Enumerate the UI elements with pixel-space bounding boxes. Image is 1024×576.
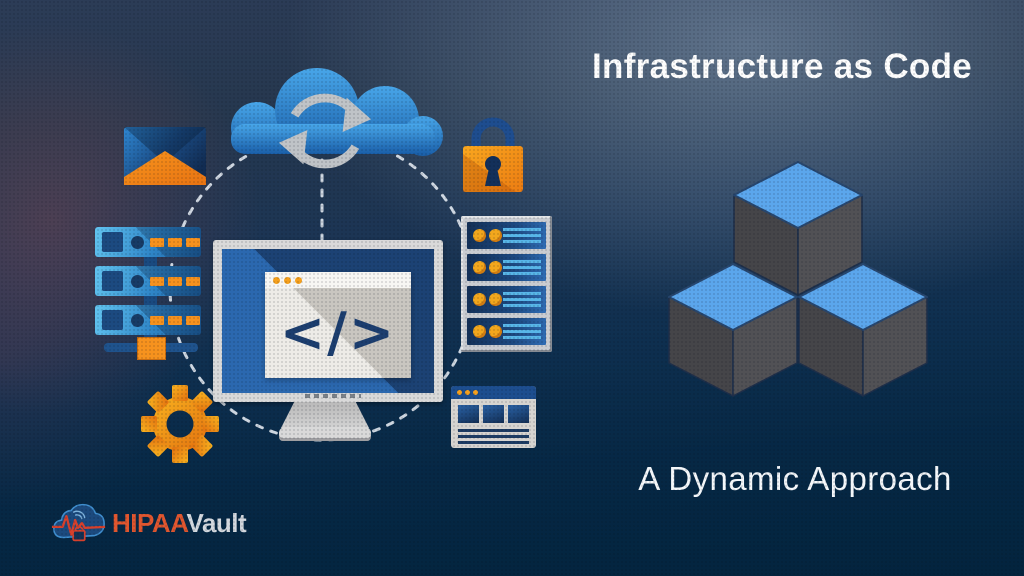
window-dot xyxy=(284,277,291,284)
server-stack-icon xyxy=(95,227,203,360)
browser-text-line xyxy=(458,429,529,432)
browser-text-line xyxy=(458,441,529,444)
monitor-screen: </> xyxy=(222,249,434,393)
server-rack-icon xyxy=(461,216,552,352)
server-panel-square xyxy=(102,310,123,330)
code-symbol: </> xyxy=(279,301,397,364)
rack-line xyxy=(503,240,541,243)
rack-line xyxy=(503,228,541,231)
rack-led xyxy=(473,325,486,338)
server-panel-knob xyxy=(131,236,144,249)
monitor-stand-base xyxy=(279,427,371,441)
monitor-stand-neck xyxy=(281,402,369,428)
rack-line xyxy=(503,304,541,307)
logo-cloud-icon xyxy=(51,503,106,542)
server-slot xyxy=(150,238,164,247)
rack-line xyxy=(503,266,541,269)
sync-arrows-icon xyxy=(278,93,372,169)
server-panel-square xyxy=(102,232,123,252)
server-slot xyxy=(150,316,164,325)
server-slot xyxy=(186,277,200,286)
rack-led xyxy=(489,261,502,274)
window-dot xyxy=(295,277,302,284)
browser-titlebar xyxy=(451,386,536,399)
server-panel-knob xyxy=(131,314,144,327)
rack-line xyxy=(503,292,541,295)
code-monitor-icon: </> xyxy=(213,240,443,445)
rack-line xyxy=(503,272,541,275)
window-dot xyxy=(457,390,462,395)
server-base-block xyxy=(137,337,166,360)
rack-line xyxy=(503,260,541,263)
server-slot xyxy=(168,316,182,325)
rack-led xyxy=(473,293,486,306)
server-slot xyxy=(168,277,182,286)
browser-tile xyxy=(483,405,504,423)
server-slot xyxy=(168,238,182,247)
browser-text-line xyxy=(458,435,529,438)
code-window-body: </> xyxy=(265,288,411,378)
window-dot xyxy=(273,277,280,284)
rack-row xyxy=(467,254,546,281)
server-unit xyxy=(95,266,201,296)
subtitle: A Dynamic Approach xyxy=(638,460,952,497)
browser-tile xyxy=(458,405,479,423)
server-unit xyxy=(95,305,201,335)
window-dot xyxy=(473,390,478,395)
cloud-icon xyxy=(231,68,443,156)
server-unit xyxy=(95,227,201,257)
rack-line xyxy=(503,298,541,301)
rack-led xyxy=(489,293,502,306)
rack-line xyxy=(503,324,541,327)
cubes-icon xyxy=(668,161,928,397)
rack-row xyxy=(467,318,546,345)
rack-led xyxy=(489,325,502,338)
rack-line xyxy=(503,330,541,333)
gear-icon xyxy=(141,385,219,463)
hipaa-vault-logo: HIPAAVault xyxy=(50,500,247,546)
window-dot xyxy=(465,390,470,395)
logo-text: HIPAAVault xyxy=(112,507,247,539)
page-title: Infrastructure as Code xyxy=(591,47,973,86)
padlock-icon xyxy=(463,117,523,192)
rack-led xyxy=(473,229,486,242)
server-panel-square xyxy=(102,271,123,291)
server-panel-knob xyxy=(131,275,144,288)
logo-brand-primary: HIPAA xyxy=(112,507,187,538)
monitor-brand-marks xyxy=(305,394,361,398)
rack-line xyxy=(503,234,541,237)
rack-led xyxy=(489,229,502,242)
server-slot xyxy=(186,316,200,325)
rack-row xyxy=(467,286,546,313)
browser-window-icon xyxy=(451,386,536,448)
server-slot xyxy=(150,277,164,286)
browser-tile xyxy=(508,405,529,423)
rack-row xyxy=(467,222,546,249)
code-window: </> xyxy=(265,272,411,378)
email-icon xyxy=(124,127,206,185)
server-slot xyxy=(186,238,200,247)
rack-line xyxy=(503,336,541,339)
logo-brand-secondary: Vault xyxy=(186,507,247,538)
code-window-titlebar xyxy=(265,272,411,288)
rack-led xyxy=(473,261,486,274)
